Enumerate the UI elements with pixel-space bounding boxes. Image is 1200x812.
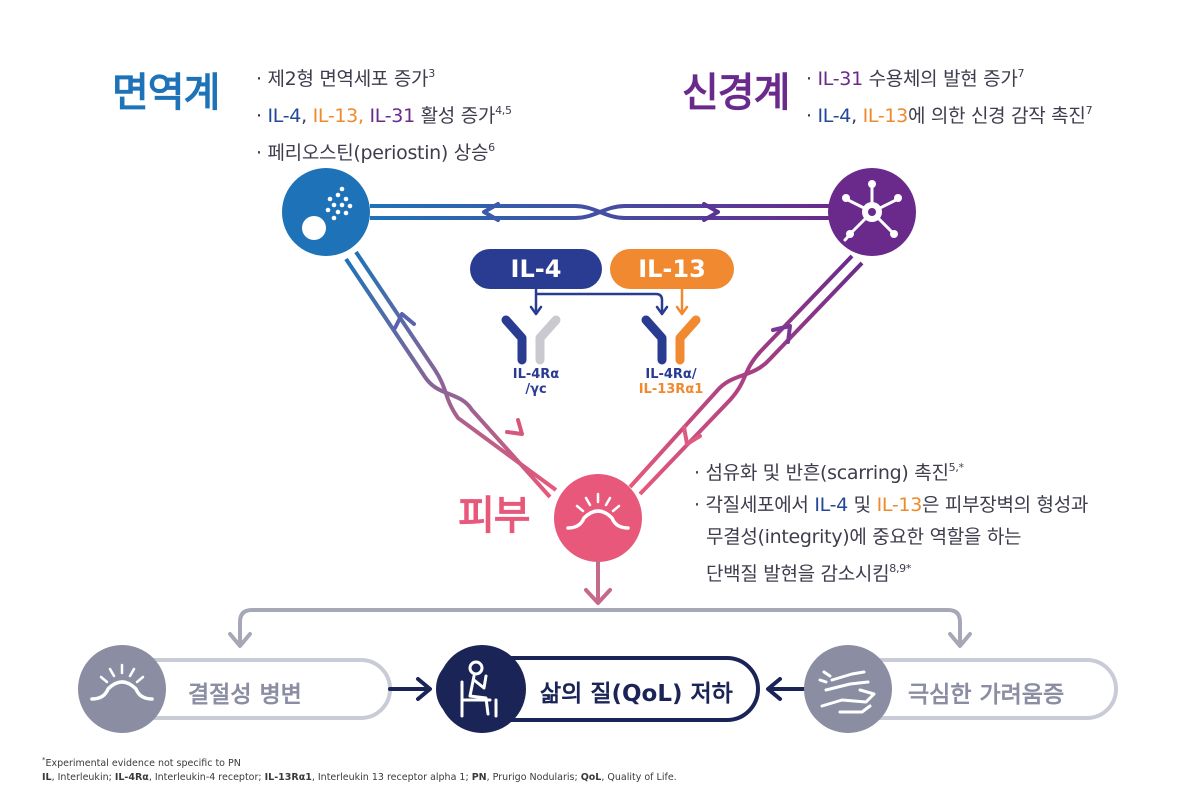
outcome-branch-connector — [228, 608, 972, 648]
immune-bullet-1: · 제2형 면역세포 증가3 — [256, 67, 435, 90]
immune-bullets: · 제2형 면역세포 증가3 · IL-4, IL-13, IL-31 활성 증… — [256, 58, 512, 169]
neuro-bullet-2: · IL-4, IL-13에 의한 신경 감작 촉진7 — [806, 104, 1093, 127]
il4ra-il13ra1-label: IL-4Rα/ IL-13Rα1 — [638, 367, 704, 397]
il4ra-gc-label: IL-4Rα /γc — [512, 367, 560, 397]
neuro-bullet-1: · IL-31 수용체의 발현 증가7 — [806, 67, 1025, 90]
footnote-star: *Experimental evidence not specific to P… — [42, 756, 241, 770]
skin-bullet-1: · 섬유화 및 반흔(scarring) 촉진5,* — [694, 461, 964, 484]
immune-neuro-connector — [370, 204, 830, 220]
skin-bullet-2-cont: 무결성(integrity)에 중요한 역할을 하는 — [706, 526, 1022, 548]
nodular-lesion-label: 결절성 병변 — [188, 682, 302, 708]
immune-skin-connector — [344, 250, 558, 499]
arrow-left-icon — [482, 202, 500, 222]
skin-bullet-2-cont2: 단백질 발현을 감소시킴8,9* — [706, 562, 912, 585]
immune-bullet-2: · IL-4, IL-13, IL-31 활성 증가4,5 — [256, 104, 512, 127]
skin-bump-icon — [554, 474, 642, 562]
scratching-hand-icon — [804, 645, 892, 733]
arrow-right-icon — [702, 202, 720, 222]
lesion-to-qol-arrow — [388, 677, 432, 701]
skin-outcome-arrow — [584, 560, 612, 605]
skin-bullet-2: · 각질세포에서 IL-4 및 IL-13은 피부장벽의 형성과 — [694, 494, 1089, 516]
il13-pill: IL-13 — [610, 249, 734, 289]
nervous-system-title: 신경계 — [682, 70, 790, 116]
il4ra-il13ra1-receptor-icon — [641, 315, 701, 365]
itch-to-qol-arrow — [766, 677, 810, 701]
arrow-up-icon — [393, 312, 416, 330]
cytokine-receptor-connectors — [534, 289, 684, 312]
footnote-abbreviations: IL, Interleukin; IL-4Rα, Interleukin-4 r… — [42, 772, 677, 783]
seated-person-icon — [438, 645, 526, 733]
qol-decline-label: 삶의 질(QoL) 저하 — [540, 681, 733, 707]
immune-cell-icon — [282, 168, 370, 256]
immune-system-title: 면역계 — [112, 70, 220, 116]
severe-itch-label: 극심한 가려움증 — [908, 682, 1065, 708]
il4ra-gc-receptor-icon — [501, 315, 561, 365]
skin-bullets: · 섬유화 및 반흔(scarring) 촉진5,* · 각질세포에서 IL-4… — [694, 452, 1088, 590]
arrow-down-left-icon — [682, 425, 702, 446]
arrow-down-icon — [505, 418, 524, 436]
arrow-up-right-icon — [771, 324, 792, 344]
neuro-bullets: · IL-31 수용체의 발현 증가7 · IL-4, IL-13에 의한 신경… — [806, 58, 1093, 132]
il4-pill: IL-4 — [470, 249, 602, 289]
neuron-icon — [828, 168, 916, 256]
skin-title: 피부 — [458, 493, 531, 539]
neuro-skin-connector — [628, 254, 864, 496]
skin-bump-gray-icon — [78, 645, 166, 733]
immune-bullet-3: · 페리오스틴(periostin) 상승6 — [256, 141, 495, 164]
